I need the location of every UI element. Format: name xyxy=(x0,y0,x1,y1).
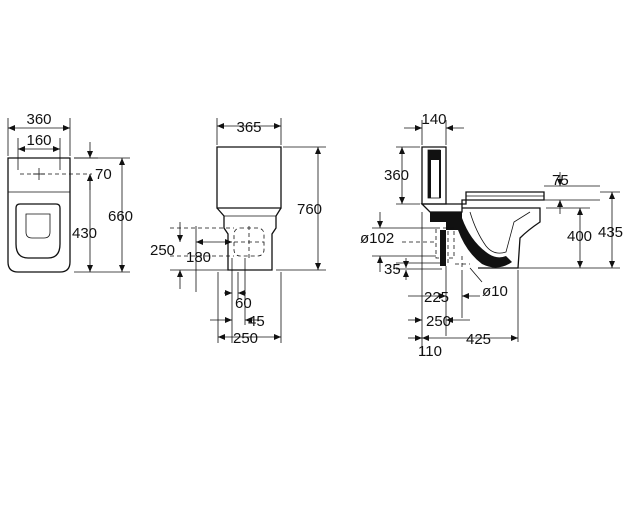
profile-seat-overhang-dim: 75 xyxy=(552,172,569,189)
profile-overall-height-dim: 435 xyxy=(598,224,623,241)
side-d45-dim: 45 xyxy=(248,313,265,330)
side-tank-width-dim: 365 xyxy=(236,119,261,136)
profile-fixing-dia-dim: ø10 xyxy=(482,283,508,300)
profile-d425-dim: 425 xyxy=(466,331,491,348)
profile-bowl-outline xyxy=(462,207,541,269)
front-bolt-spacing-dim: 160 xyxy=(26,132,51,149)
profile-d250-dim: 250 xyxy=(426,313,451,330)
side-outlet-hidden xyxy=(170,226,265,258)
side-view: 365 760 250 180 60 45 250 xyxy=(150,118,326,347)
profile-tank-height-dim: 360 xyxy=(384,167,409,184)
front-view: 360 160 70 430 660 xyxy=(7,111,133,273)
side-d250-dim: 250 xyxy=(233,330,258,347)
front-seat-outline xyxy=(15,203,61,259)
front-overall-height-dim: 660 xyxy=(108,208,133,225)
side-outlet-offset-dim: 180 xyxy=(186,249,211,266)
profile-d35-dim: 35 xyxy=(384,261,401,278)
fixing-hole-mark xyxy=(20,168,92,180)
side-outlet-height-dim: 250 xyxy=(150,242,175,259)
profile-outlet-hidden xyxy=(402,224,470,272)
front-body-outline xyxy=(7,157,71,273)
profile-outlet-dia-dim: ø102 xyxy=(360,230,394,247)
front-width-dim: 360 xyxy=(26,111,51,128)
side-d60-dim: 60 xyxy=(235,295,252,312)
profile-d110-dim: 110 xyxy=(418,343,442,360)
side-pedestal-outline xyxy=(216,207,282,271)
side-overall-height-dim: 760 xyxy=(297,201,322,218)
profile-tank-depth-dim: 140 xyxy=(421,111,446,128)
front-hole-to-top-dim: 70 xyxy=(95,166,112,183)
side-tank-outline xyxy=(216,146,282,209)
front-hole-height-dim: 430 xyxy=(72,225,97,242)
profile-view: 140 360 75 400 435 ø102 35 xyxy=(360,111,623,360)
profile-trapway xyxy=(430,212,512,268)
profile-d225-dim: 225 xyxy=(424,289,449,306)
profile-bowl-height-dim: 400 xyxy=(567,228,592,245)
